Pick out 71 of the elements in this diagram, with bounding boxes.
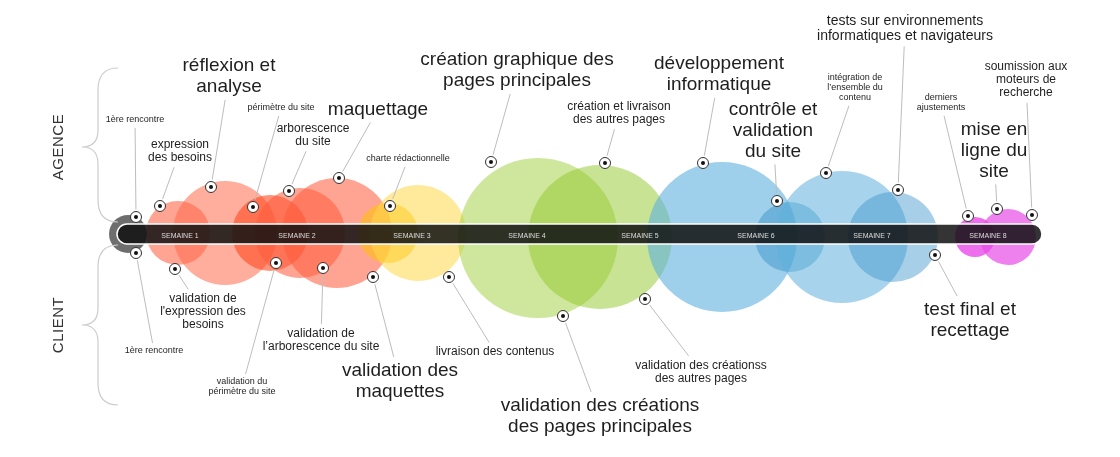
leader-line [938, 261, 958, 297]
leader-line [995, 183, 998, 202]
marker-dot [599, 157, 611, 169]
task-label: périmètre du site [236, 103, 326, 113]
marker-dot [333, 172, 345, 184]
task-label: validation des maquettes [325, 360, 475, 402]
leader-line [452, 282, 490, 343]
marker-dot [697, 157, 709, 169]
task-label: création graphique des pages principales [417, 49, 617, 91]
task-label: livraison des contenus [420, 345, 570, 359]
marker-dot [169, 263, 181, 275]
leader-line [492, 93, 511, 156]
leader-line [320, 275, 324, 325]
marker-dot [820, 167, 832, 179]
marker-dot [247, 201, 259, 213]
task-label: test final et recettage [922, 299, 1018, 341]
leader-line [211, 99, 226, 181]
task-label: validation des créationss des autres pages [626, 358, 776, 386]
marker-dot [557, 310, 569, 322]
marker-dot [892, 184, 904, 196]
leader-line [827, 105, 850, 167]
leader-line [254, 115, 280, 201]
marker-dot [771, 195, 783, 207]
leader-line [342, 121, 371, 172]
task-label: validation des créations des pages principales [487, 395, 713, 437]
leader-line [774, 163, 778, 194]
marker-dot [485, 156, 497, 168]
leader-line [606, 128, 615, 157]
leader-line [134, 127, 137, 210]
marker-dot [130, 211, 142, 223]
marker-dot [639, 293, 651, 305]
marker-dot [205, 181, 217, 193]
marker-dot [443, 271, 455, 283]
marker-dot [270, 257, 282, 269]
task-label: expression des besoins [140, 137, 220, 165]
leader-line [291, 150, 307, 185]
marker-dot [1026, 209, 1038, 221]
task-label: 1ère rencontre [114, 346, 194, 356]
task-label: derniers ajustements [906, 93, 976, 113]
task-label: soumission aux moteurs de recherche [976, 60, 1076, 100]
task-label: maquettage [323, 98, 433, 120]
task-label: 1ère rencontre [95, 115, 175, 125]
task-label: mise en ligne du site [949, 118, 1039, 182]
leader-line [162, 166, 175, 200]
task-label: charte rédactionnelle [353, 154, 463, 164]
task-label: tests sur environnements informatiques et navigateurs [790, 12, 1020, 44]
task-label: arborescence du site [272, 121, 354, 149]
marker-dot [283, 185, 295, 197]
marker-dot [367, 271, 379, 283]
leader-line [943, 115, 967, 210]
marker-dot [154, 200, 166, 212]
leader-line [1026, 102, 1033, 208]
task-label: création et livraison des autres pages [556, 99, 682, 127]
leader-line [136, 259, 154, 344]
marker-dot [991, 203, 1003, 215]
side-label: AGENCE [48, 113, 66, 181]
leader-line [649, 304, 690, 357]
leader-line [245, 269, 275, 375]
marker-dot [384, 200, 396, 212]
marker-dot [317, 262, 329, 274]
marker-dot [929, 249, 941, 261]
leader-line [565, 322, 592, 393]
leader-line [374, 283, 395, 358]
marker-dot [962, 210, 974, 222]
leader-line [703, 97, 716, 157]
task-label: validation du périmètre du site [197, 377, 287, 397]
leader-line [178, 274, 189, 290]
task-label: réflexion et analyse [181, 55, 277, 97]
side-label: CLIENT [48, 296, 66, 354]
leader-line [897, 45, 905, 183]
leader-line [392, 166, 406, 200]
